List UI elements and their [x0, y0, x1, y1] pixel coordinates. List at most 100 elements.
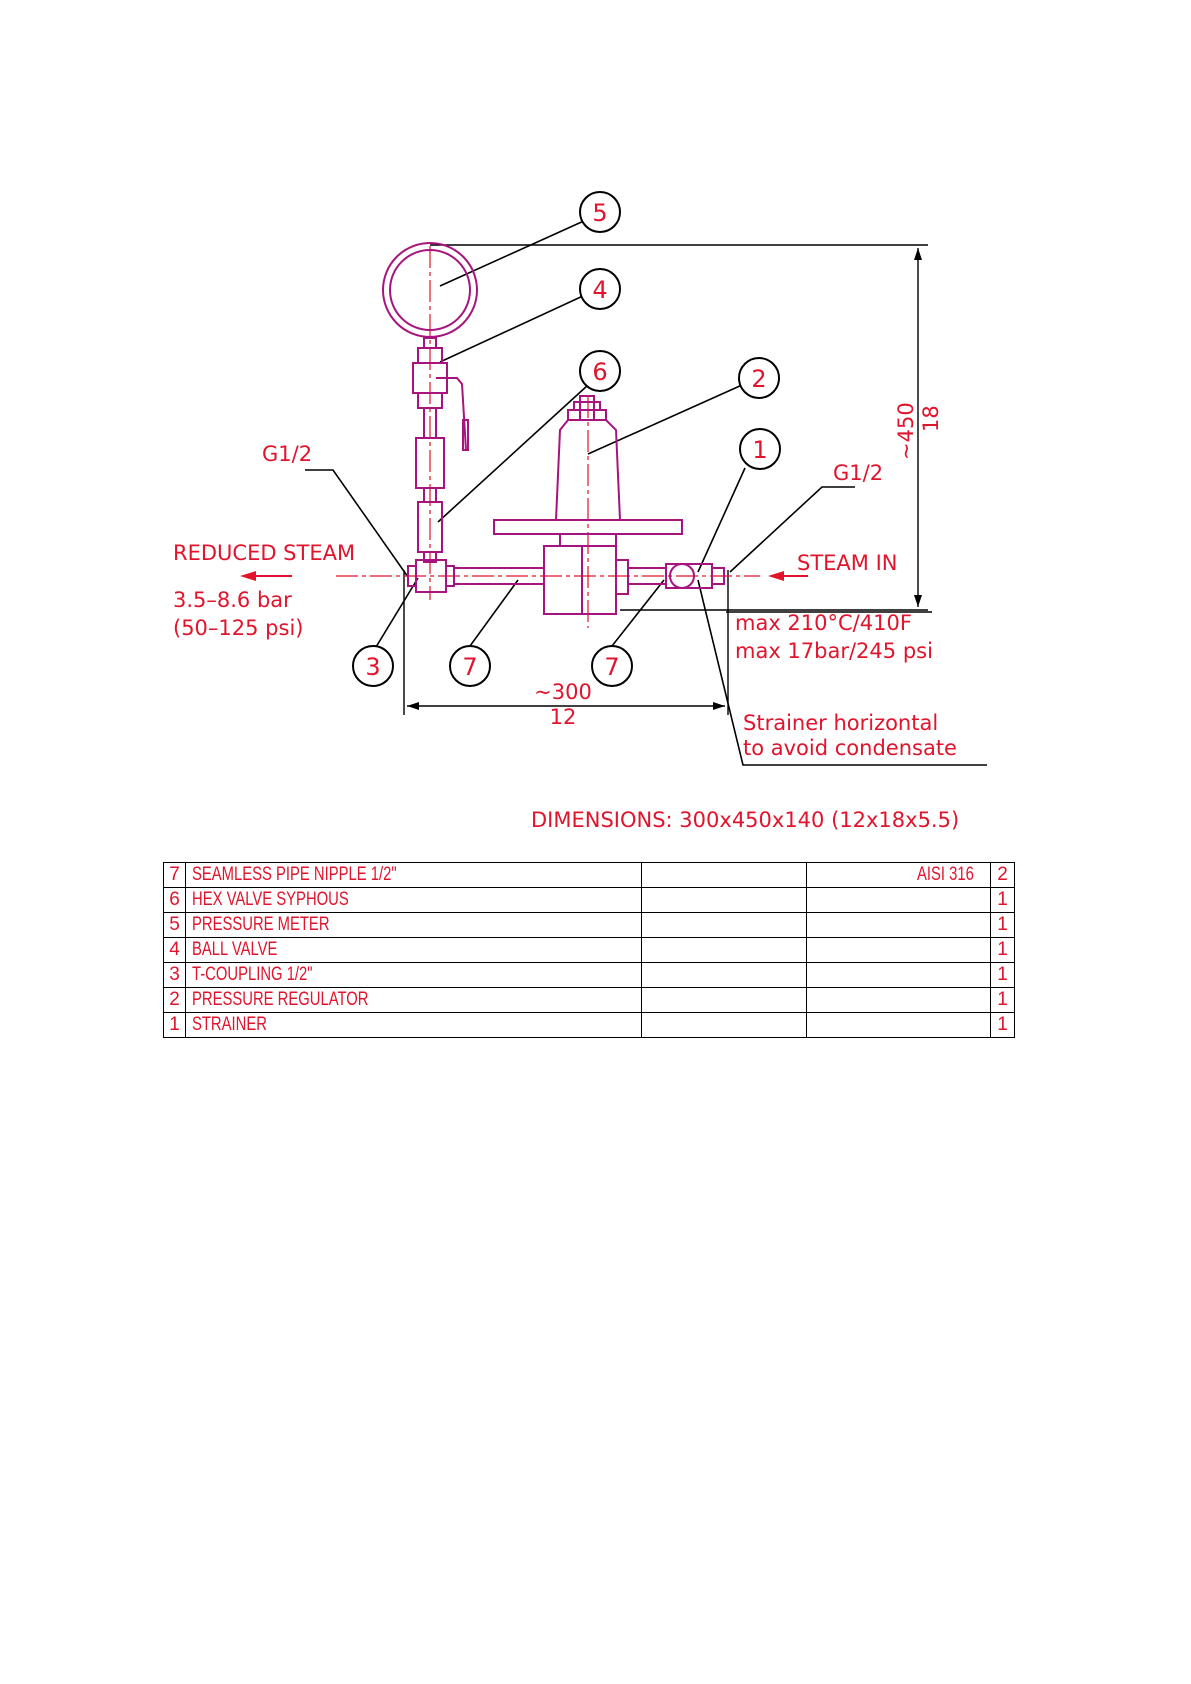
callout-5-text: 5: [592, 199, 607, 227]
outlet-pressure-bar-label: 3.5–8.6 bar: [173, 588, 292, 612]
part-description-text: HEX VALVE SYPHOUS: [192, 889, 349, 910]
leader-1: [697, 467, 746, 573]
leader-7a: [469, 579, 519, 647]
callout-4-text: 4: [592, 276, 607, 304]
callouts: 5 4 6 2 1 3 7 7: [352, 191, 781, 687]
table-row: 6 HEX VALVE SYPHOUS 1: [163, 887, 1015, 913]
dimension-lines: [403, 244, 928, 715]
callout-7-left: 7: [449, 645, 491, 687]
callout-3: 3: [352, 645, 394, 687]
callout-5: 5: [579, 191, 621, 233]
callout-1-text: 1: [752, 436, 767, 464]
part-spec-cell: [641, 912, 807, 938]
callout-3-text: 3: [365, 653, 380, 681]
pressure-meter: [382, 242, 478, 349]
part-spec-cell: [641, 1012, 807, 1038]
leader-7b: [611, 579, 665, 647]
t-coupling: [407, 551, 455, 593]
steam-in-label: STEAM IN: [797, 551, 898, 575]
part-spec-cell: [641, 887, 807, 913]
callout-7-right: 7: [591, 645, 633, 687]
part-material-cell: [806, 1012, 991, 1038]
height-mm-label: ~450: [894, 402, 918, 460]
strainer: [665, 563, 725, 589]
part-description-cell: T-COUPLING 1/2": [185, 962, 642, 988]
part-description-cell: STRAINER: [185, 1012, 642, 1038]
part-spec-cell: [641, 962, 807, 988]
part-qty-cell: 1: [990, 1012, 1015, 1038]
part-spec-cell: [641, 862, 807, 888]
table-row: 3 T-COUPLING 1/2" 1: [163, 962, 1015, 988]
part-material-cell: [806, 962, 991, 988]
table-row: 5 PRESSURE METER 1: [163, 912, 1015, 938]
dimensions-label: DIMENSIONS: 300x450x140 (12x18x5.5): [531, 808, 959, 832]
leader-6: [437, 384, 589, 523]
steam-in-arrowhead: [768, 571, 784, 581]
reduced-steam-label: REDUCED STEAM: [173, 541, 355, 565]
part-description-cell: SEAMLESS PIPE NIPPLE 1/2": [185, 862, 642, 888]
part-number-cell: 4: [163, 937, 186, 963]
part-material-text: AISI 316: [917, 864, 974, 885]
part-number-cell: 2: [163, 987, 186, 1013]
width-in-label: 12: [550, 705, 577, 729]
part-number-cell: 7: [163, 862, 186, 888]
part-spec-cell: [641, 937, 807, 963]
callout-6: 6: [579, 350, 621, 392]
parts-list-table: 7 SEAMLESS PIPE NIPPLE 1/2" AISI 316 2 6…: [163, 862, 1015, 1038]
part-description-text: PRESSURE REGULATOR: [192, 989, 369, 1010]
callout-1: 1: [739, 428, 781, 470]
max-temp-label: max 210°C/410F: [735, 611, 912, 635]
part-description-text: BALL VALVE: [192, 939, 278, 960]
components: [382, 242, 725, 615]
part-number-cell: 1: [163, 1012, 186, 1038]
callout-2-text: 2: [751, 365, 766, 393]
part-material-cell: [806, 912, 991, 938]
part-description-cell: HEX VALVE SYPHOUS: [185, 887, 642, 913]
part-description-text: T-COUPLING 1/2": [192, 964, 313, 985]
part-material-cell: [806, 887, 991, 913]
part-description-text: SEAMLESS PIPE NIPPLE 1/2": [192, 864, 397, 885]
part-qty-cell: 1: [990, 987, 1015, 1013]
table-row: 2 PRESSURE REGULATOR 1: [163, 987, 1015, 1013]
thread-right-label: G1/2: [833, 461, 883, 485]
flow-arrows: [240, 571, 808, 581]
part-number-cell: 6: [163, 887, 186, 913]
callout-7-left-text: 7: [462, 653, 477, 681]
callout-7-right-text: 7: [604, 653, 619, 681]
max-pressure-label: max 17bar/245 psi: [735, 639, 933, 663]
leader-2: [587, 384, 743, 455]
leader-4: [439, 294, 586, 363]
table-row: 1 STRAINER 1: [163, 1012, 1015, 1038]
outlet-pressure-psi-label: (50–125 psi): [173, 616, 303, 640]
part-description-text: STRAINER: [192, 1014, 267, 1035]
part-material-cell: [806, 937, 991, 963]
part-qty-cell: 2: [990, 862, 1015, 888]
center-lines: [336, 246, 760, 628]
part-number-cell: 5: [163, 912, 186, 938]
part-qty-cell: 1: [990, 937, 1015, 963]
part-material-cell: [806, 987, 991, 1013]
table-row: 4 BALL VALVE 1: [163, 937, 1015, 963]
callout-2: 2: [738, 357, 780, 399]
part-qty-cell: 1: [990, 887, 1015, 913]
part-number-cell: 3: [163, 962, 186, 988]
callout-4: 4: [579, 268, 621, 310]
leader-lines: [305, 219, 987, 766]
width-mm-label: ~300: [534, 680, 592, 704]
part-description-cell: PRESSURE METER: [185, 912, 642, 938]
leader-thread-left: [305, 469, 409, 578]
part-description-text: PRESSURE METER: [192, 914, 330, 935]
reduced-steam-arrowhead: [240, 571, 256, 581]
leader-strainer-note: [697, 579, 987, 766]
leader-5: [439, 219, 587, 287]
thread-left-label: G1/2: [262, 442, 312, 466]
strainer-note-line-1: Strainer horizontal: [743, 711, 938, 735]
part-qty-cell: 1: [990, 962, 1015, 988]
part-material-cell: AISI 316: [806, 862, 991, 888]
part-spec-cell: [641, 987, 807, 1013]
strainer-note-line-2: to avoid condensate: [743, 736, 957, 760]
part-qty-cell: 1: [990, 912, 1015, 938]
part-description-cell: BALL VALVE: [185, 937, 642, 963]
